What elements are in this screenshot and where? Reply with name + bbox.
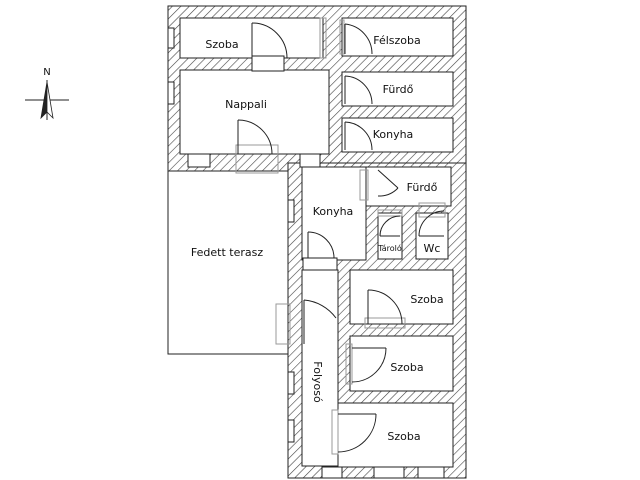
room-konyha-top <box>341 117 454 153</box>
window-felszoba <box>339 19 345 55</box>
label-szoba-1: Szoba <box>410 293 443 306</box>
label-szoba-2: Szoba <box>390 361 423 374</box>
room-felszoba <box>341 17 454 57</box>
window-terasz-side <box>275 303 291 345</box>
window-szoba-top <box>319 17 327 59</box>
window-szoba-2 <box>345 343 353 385</box>
window-szoba-3 <box>331 409 339 455</box>
label-szoba-3: Szoba <box>387 430 420 443</box>
label-konyha-mid: Konyha <box>313 205 354 218</box>
windows <box>235 17 446 455</box>
doors <box>237 22 445 453</box>
room-szoba-2 <box>349 335 454 392</box>
north-compass: N <box>25 67 69 120</box>
label-fedett-terasz: Fedett terasz <box>191 246 263 259</box>
room-nappali <box>179 69 330 155</box>
room-fedett-terasz <box>167 170 289 355</box>
room-furdo-top <box>341 71 454 107</box>
label-folyoso: Folyosó <box>311 361 324 403</box>
label-szoba-top: Szoba <box>205 38 238 51</box>
room-szoba-1 <box>349 269 454 325</box>
window-furdo-mid <box>359 169 369 201</box>
room-labels: Szoba Félszoba Fürdő Nappali Konyha Fürd… <box>191 34 444 443</box>
label-furdo-top: Fürdő <box>383 83 414 96</box>
label-furdo-mid: Fürdő <box>407 181 438 194</box>
label-nappali: Nappali <box>225 98 267 111</box>
window-tarolo <box>377 209 403 217</box>
wall-openings <box>167 27 445 479</box>
label-wc: Wc <box>424 242 441 255</box>
label-felszoba: Félszoba <box>373 34 421 47</box>
window-wc <box>418 202 446 218</box>
window-szoba-1 <box>364 317 406 329</box>
north-label: N <box>43 67 50 78</box>
label-konyha-top: Konyha <box>373 128 414 141</box>
window-nappali-bottom <box>235 144 279 174</box>
compass-arrow-half-icon <box>46 81 54 120</box>
label-tarolo: Tároló <box>377 243 402 253</box>
